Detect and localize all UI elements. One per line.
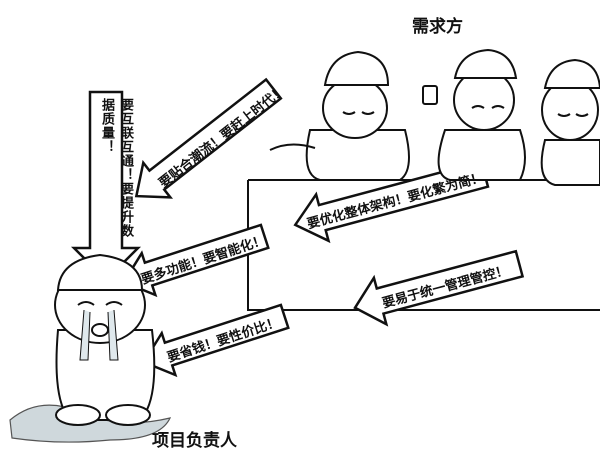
demander-3 bbox=[540, 58, 600, 186]
arrow-interconnect-text: 要互联互通！要提升数据质量！ bbox=[99, 98, 133, 238]
demander-label: 需求方 bbox=[412, 17, 463, 37]
arrow-trend-shape bbox=[134, 77, 283, 199]
demander-1 bbox=[269, 50, 410, 181]
project-lead-label: 项目负责人 bbox=[152, 431, 237, 451]
demander-2 bbox=[422, 48, 526, 181]
project-lead-figure bbox=[9, 253, 172, 443]
arrow-cheap-shape bbox=[141, 303, 290, 378]
arrow-unified-shape bbox=[353, 249, 525, 327]
arrow-smart-shape bbox=[121, 223, 270, 298]
demander-figures bbox=[269, 48, 600, 186]
